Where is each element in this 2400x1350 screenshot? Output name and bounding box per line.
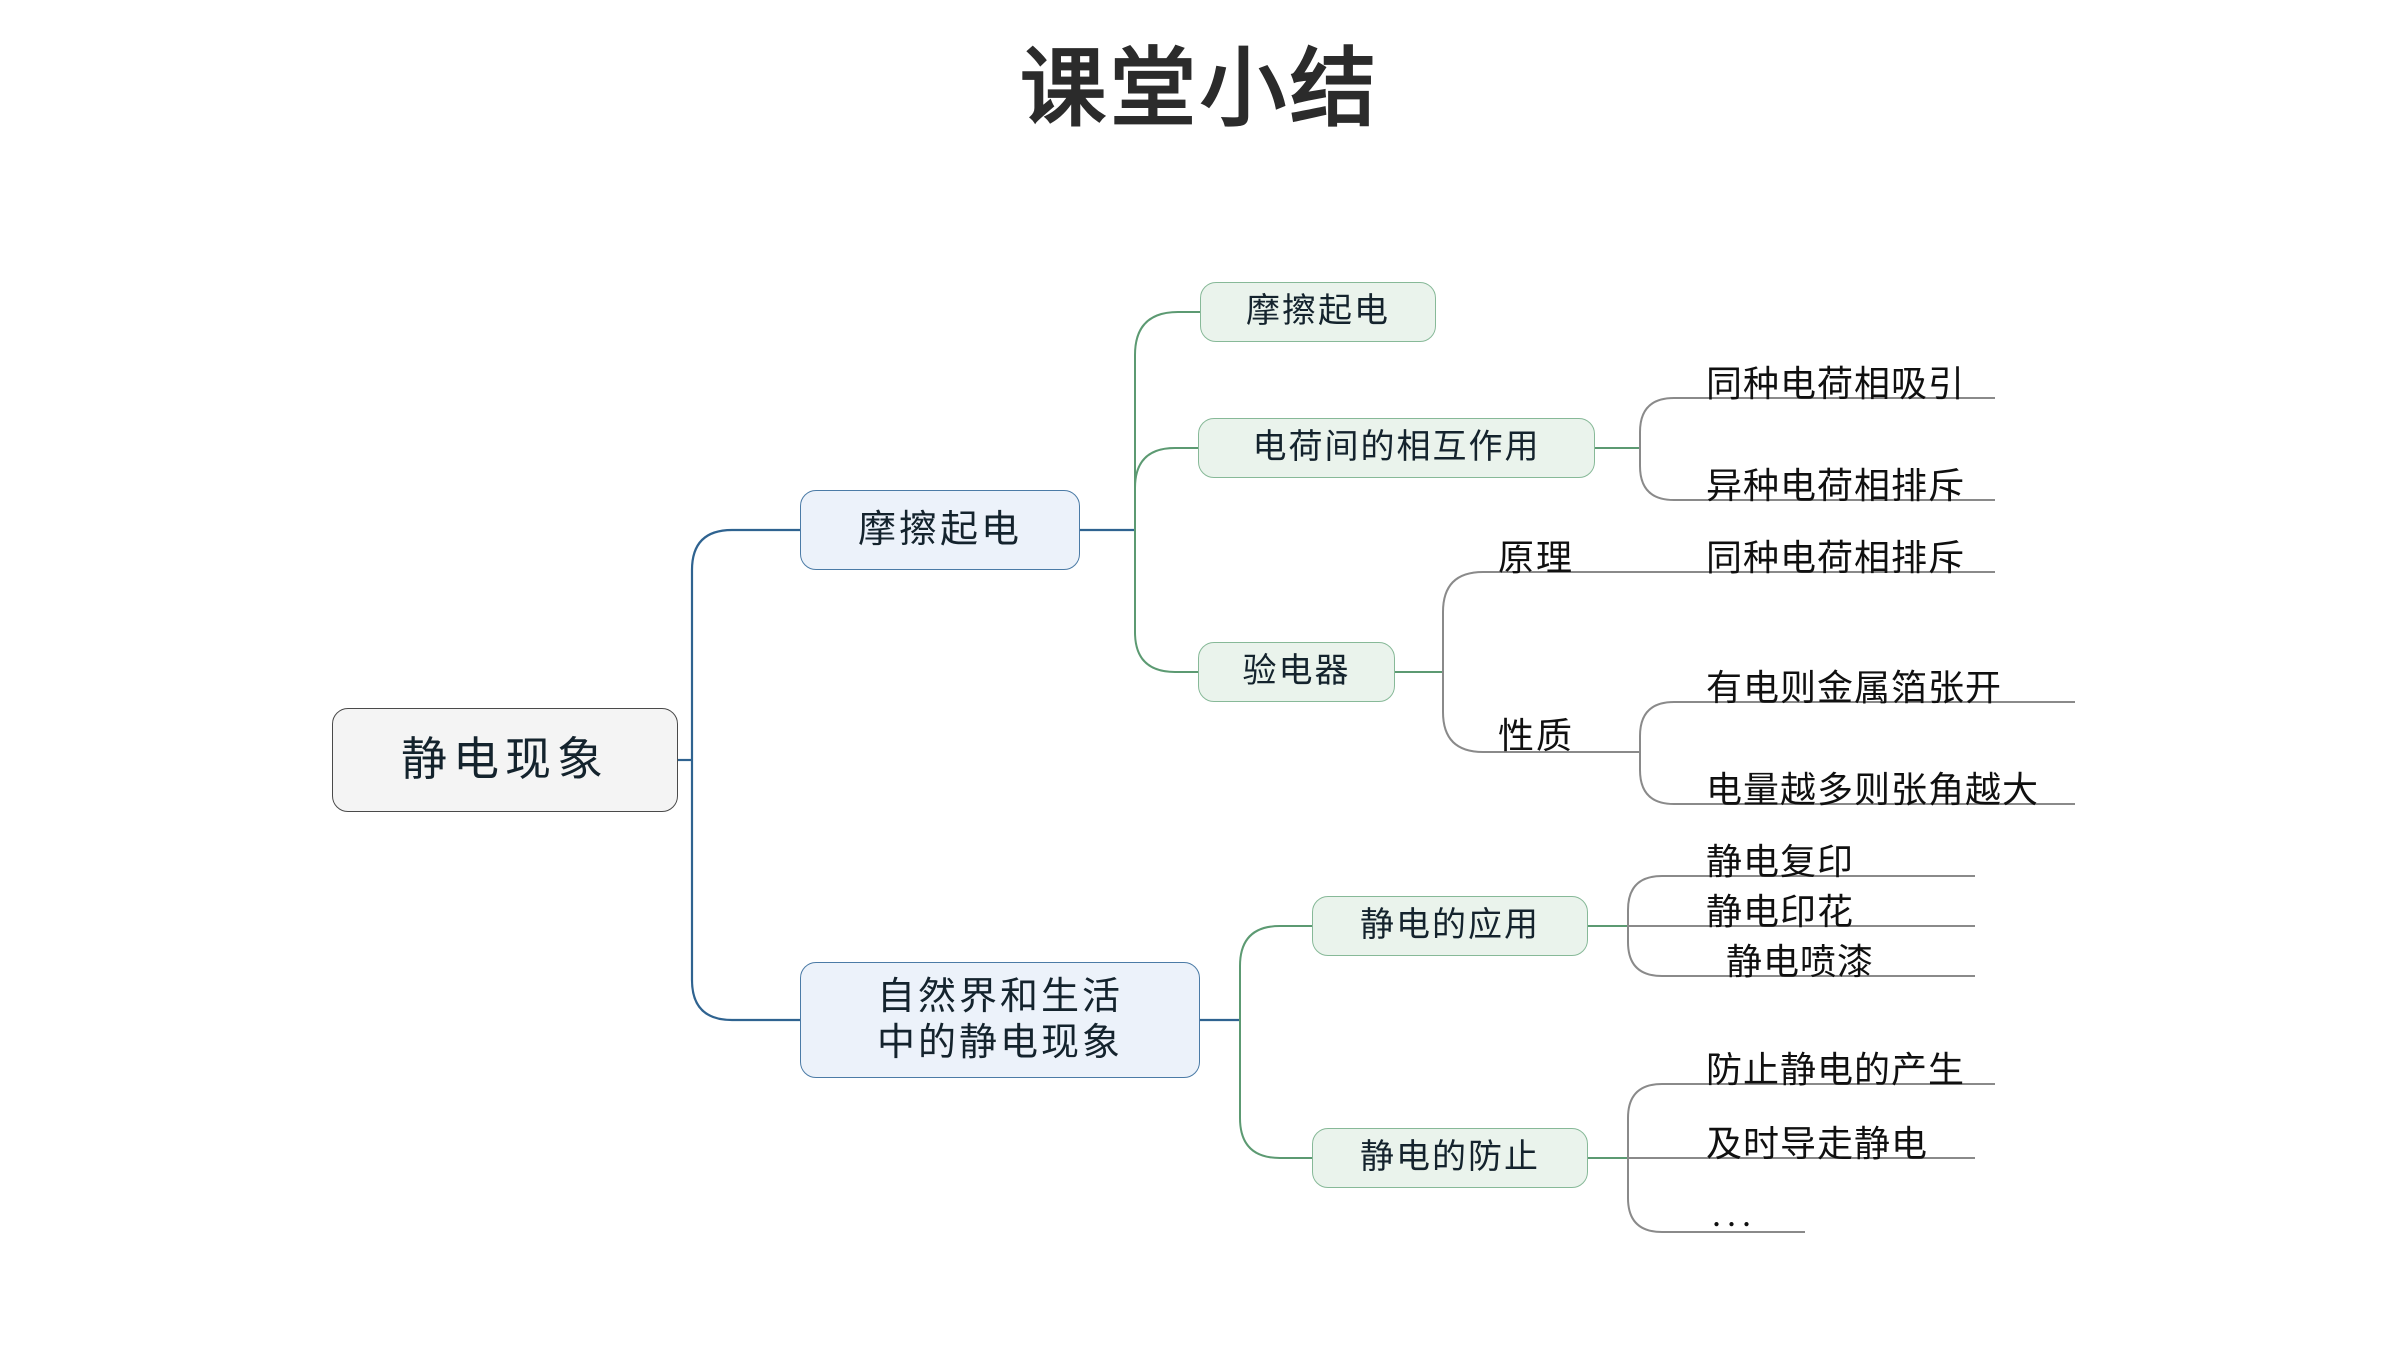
leaf-property-2: 电量越多则张角越大 — [1706, 770, 2040, 810]
leaf-principle-1: 同种电荷相排斥 — [1706, 538, 1966, 578]
node-topic-friction[interactable]: 摩擦起电 — [1200, 282, 1436, 342]
leaf-interaction-1: 同种电荷相吸引 — [1706, 364, 1966, 404]
leaf-prevention-2: 及时导走静电 — [1706, 1124, 1929, 1164]
leaf-application-2: 静电印花 — [1706, 892, 1855, 932]
edge-label-property: 性质 — [1498, 716, 1575, 756]
node-topic-electroscope[interactable]: 验电器 — [1198, 642, 1395, 702]
connector-electroscope-principle — [1442, 571, 1995, 672]
connector-root-to-nature — [690, 760, 800, 1022]
leaf-interaction-2: 异种电荷相排斥 — [1706, 466, 1966, 506]
edge-label-principle: 原理 — [1498, 538, 1575, 578]
connector-friction-to-topic-friction — [1134, 311, 1200, 530]
node-branch-nature[interactable]: 自然界和生活 中的静电现象 — [800, 962, 1200, 1078]
node-topic-prevention[interactable]: 静电的防止 — [1312, 1128, 1588, 1188]
leaf-application-1: 静电复印 — [1706, 842, 1855, 882]
page-title: 课堂小结 — [1020, 39, 1380, 139]
node-branch-friction[interactable]: 摩擦起电 — [800, 490, 1080, 570]
connector-nature-to-application — [1239, 925, 1312, 1020]
node-topic-application[interactable]: 静电的应用 — [1312, 896, 1588, 956]
connector-friction-to-topic-interaction — [1134, 447, 1198, 530]
connector-friction-to-topic-electroscope — [1134, 530, 1198, 673]
leaf-application-3: 静电喷漆 — [1726, 942, 1875, 982]
connector-interaction-leaf-1 — [1639, 397, 1995, 448]
connector-nature-to-prevention — [1239, 1020, 1312, 1159]
connector-root-to-friction — [690, 528, 800, 760]
leaf-prevention-1: 防止静电的产生 — [1706, 1050, 1966, 1090]
leaf-property-1: 有电则金属箔张开 — [1706, 668, 2003, 708]
connector-property-leaf-1 — [1639, 701, 2075, 752]
node-topic-interaction[interactable]: 电荷间的相互作用 — [1198, 418, 1595, 478]
leaf-prevention-3: ... — [1712, 1194, 1757, 1234]
node-root[interactable]: 静电现象 — [332, 708, 678, 812]
